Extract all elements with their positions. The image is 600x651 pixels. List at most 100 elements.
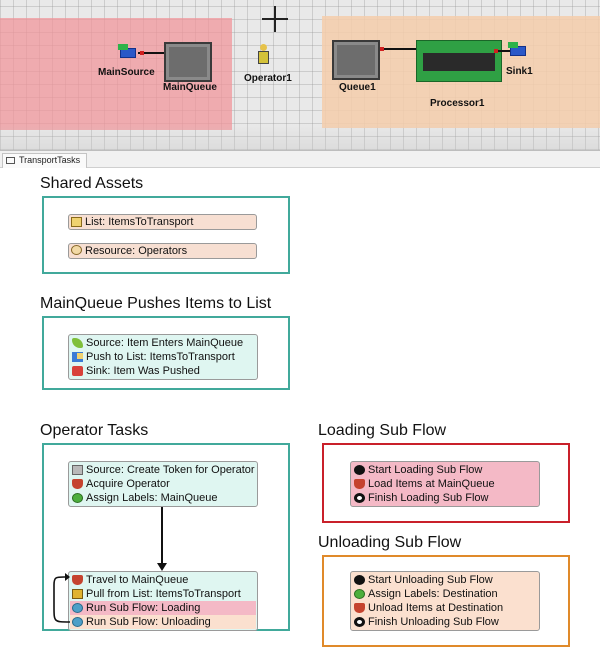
shared-resource-operators[interactable]: Resource: Operators xyxy=(68,243,257,259)
processor-to-sink-connector xyxy=(496,50,510,52)
push-icon xyxy=(72,352,83,362)
mainqueue-push-activity-block[interactable]: Source: Item Enters MainQueue Push to Li… xyxy=(68,334,258,380)
activity-push-to-list[interactable]: Push to List: ItemsToTransport xyxy=(70,350,256,364)
activity-assign-labels-destination[interactable]: Assign Labels: Destination xyxy=(352,587,538,601)
loop-back-arrow xyxy=(53,573,71,623)
list-icon xyxy=(71,217,82,227)
activity-run-sub-flow-unloading[interactable]: Run Sub Flow: Unloading xyxy=(70,615,256,629)
tab-label: TransportTasks xyxy=(19,155,81,165)
sink1-object[interactable] xyxy=(508,42,526,56)
activity-unload-items[interactable]: Unload Items at Destination xyxy=(352,601,538,615)
activity-label: Run Sub Flow: Unloading xyxy=(86,616,211,628)
operator-tasks-title: Operator Tasks xyxy=(40,422,149,439)
queue1-label: Queue1 xyxy=(339,82,376,93)
finish-icon xyxy=(354,493,365,503)
shared-assets-title: Shared Assets xyxy=(40,175,144,192)
processor1-object[interactable] xyxy=(416,40,502,82)
unloading-sub-flow-container[interactable]: Start Unloading Sub Flow Assign Labels: … xyxy=(322,555,570,647)
activity-label: Load Items at MainQueue xyxy=(368,478,495,490)
subflow-icon xyxy=(72,617,83,627)
mainqueue-push-title: MainQueue Pushes Items to List xyxy=(40,295,272,312)
subflow-icon xyxy=(72,603,83,613)
activity-assign-labels-mainqueue[interactable]: Assign Labels: MainQueue xyxy=(70,491,256,505)
process-flow-icon xyxy=(6,157,15,164)
activity-finish-loading[interactable]: Finish Loading Sub Flow xyxy=(352,491,538,505)
loading-sub-flow-title: Loading Sub Flow xyxy=(318,422,447,439)
operator-tasks-container[interactable]: Source: Create Token for Operator Acquir… xyxy=(42,443,290,631)
processor-belt xyxy=(423,53,495,71)
shared-list-items-to-transport[interactable]: List: ItemsToTransport xyxy=(68,214,257,230)
view-center-crosshair-icon xyxy=(262,6,288,32)
activity-create-token[interactable]: Source: Create Token for Operator xyxy=(70,463,256,477)
resource-icon xyxy=(71,245,82,255)
main-queue-label: MainQueue xyxy=(163,82,217,93)
activity-label: Assign Labels: MainQueue xyxy=(86,492,218,504)
sink-icon xyxy=(72,366,83,376)
view-fog xyxy=(0,124,600,150)
main-source-label: MainSource xyxy=(98,67,155,78)
connector-port xyxy=(140,51,144,55)
assign-labels-icon xyxy=(72,493,83,503)
document-tab-strip: TransportTasks xyxy=(0,150,600,168)
activity-label: Source: Create Token for Operator xyxy=(86,464,255,476)
operator-head xyxy=(260,44,267,51)
activity-label: Finish Loading Sub Flow xyxy=(368,492,489,504)
start-icon xyxy=(354,575,365,585)
activity-acquire-operator[interactable]: Acquire Operator xyxy=(70,477,256,491)
activity-pull-from-list[interactable]: Pull from List: ItemsToTransport xyxy=(70,587,256,601)
start-icon xyxy=(354,465,365,475)
shared-asset-label: Resource: Operators xyxy=(85,245,188,257)
mainqueue-push-container[interactable]: Source: Item Enters MainQueue Push to Li… xyxy=(42,316,290,390)
activity-start-loading[interactable]: Start Loading Sub Flow xyxy=(352,463,538,477)
connector-port xyxy=(494,49,498,53)
travel-icon xyxy=(72,575,83,585)
activity-run-sub-flow-loading[interactable]: Run Sub Flow: Loading xyxy=(70,601,256,615)
queue1-to-processor-connector xyxy=(382,48,416,50)
main-source-object[interactable] xyxy=(118,44,136,58)
activity-travel-to-mainqueue[interactable]: Travel to MainQueue xyxy=(70,573,256,587)
activity-label: Finish Unloading Sub Flow xyxy=(368,616,499,628)
operator-label: Operator1 xyxy=(244,73,292,84)
activity-start-unloading[interactable]: Start Unloading Sub Flow xyxy=(352,573,538,587)
main-queue-object[interactable] xyxy=(164,42,212,82)
unload-icon xyxy=(354,603,365,613)
activity-sink-item-pushed[interactable]: Sink: Item Was Pushed xyxy=(70,364,256,378)
finish-icon xyxy=(354,617,365,627)
source-icon xyxy=(72,338,83,348)
unloading-sub-flow-title: Unloading Sub Flow xyxy=(318,534,462,551)
assign-labels-icon xyxy=(354,589,365,599)
tab-transport-tasks[interactable]: TransportTasks xyxy=(2,153,88,168)
activity-label: Travel to MainQueue xyxy=(86,574,189,586)
queue1-object[interactable] xyxy=(332,40,380,80)
activity-label: Assign Labels: Destination xyxy=(368,588,498,600)
activity-label: Sink: Item Was Pushed xyxy=(86,365,200,377)
activity-label: Run Sub Flow: Loading xyxy=(86,602,201,614)
unloading-sub-flow-block[interactable]: Start Unloading Sub Flow Assign Labels: … xyxy=(350,571,540,631)
activity-finish-unloading[interactable]: Finish Unloading Sub Flow xyxy=(352,615,538,629)
operator-body xyxy=(258,51,269,64)
activity-source-item-enters[interactable]: Source: Item Enters MainQueue xyxy=(70,336,256,350)
activity-label: Pull from List: ItemsToTransport xyxy=(86,588,241,600)
connector-arrow-icon xyxy=(157,563,167,571)
connector-port xyxy=(380,47,384,51)
operator-object[interactable] xyxy=(256,44,270,68)
loading-sub-flow-container[interactable]: Start Loading Sub Flow Load Items at Mai… xyxy=(322,443,570,523)
shared-asset-label: List: ItemsToTransport xyxy=(85,216,194,228)
activity-label: Start Loading Sub Flow xyxy=(368,464,483,476)
load-icon xyxy=(354,479,365,489)
operator-tasks-block-1[interactable]: Source: Create Token for Operator Acquir… xyxy=(68,461,258,507)
shared-assets-container[interactable]: List: ItemsToTransport Resource: Operato… xyxy=(42,196,290,274)
loading-sub-flow-block[interactable]: Start Loading Sub Flow Load Items at Mai… xyxy=(350,461,540,507)
activity-load-items[interactable]: Load Items at MainQueue xyxy=(352,477,538,491)
pull-icon xyxy=(72,589,83,599)
token-source-icon xyxy=(72,465,83,475)
model-3d-view[interactable]: MainSource MainQueue Operator1 Queue1 Pr… xyxy=(0,0,600,150)
processor1-label: Processor1 xyxy=(430,98,485,109)
activity-label: Acquire Operator xyxy=(86,478,170,490)
connector-line xyxy=(161,507,163,564)
process-flow-canvas[interactable]: Shared Assets List: ItemsToTransport Res… xyxy=(0,168,600,651)
acquire-icon xyxy=(72,479,83,489)
source-to-queue-connector xyxy=(138,52,164,54)
operator-tasks-block-2[interactable]: Travel to MainQueue Pull from List: Item… xyxy=(68,571,258,631)
